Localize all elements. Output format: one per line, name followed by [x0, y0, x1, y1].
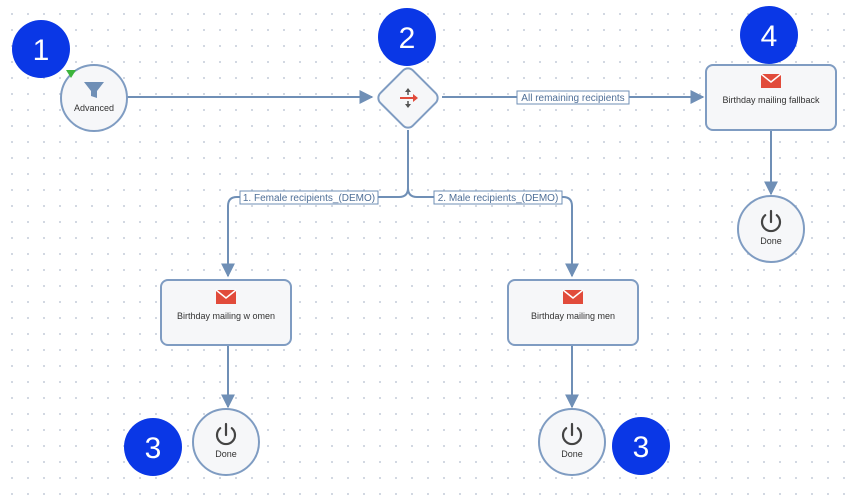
step-badge-1: 1 [12, 20, 70, 78]
edge-label-female: 1. Female recipients_(DEMO) [239, 190, 379, 205]
edge-label-remaining: All remaining recipients [516, 90, 630, 105]
power-icon [561, 422, 583, 446]
step-badge-4-text: 4 [761, 20, 778, 53]
done-node-fallback[interactable]: Done [737, 195, 805, 263]
step-badge-4: 4 [740, 6, 798, 64]
done-node-men[interactable]: Done [538, 408, 606, 476]
split-arrows-icon [400, 88, 418, 108]
edge-label-male: 2. Male recipients_(DEMO) [433, 190, 563, 205]
edge-label-female-text: 1. Female recipients_(DEMO) [243, 193, 375, 204]
start-node[interactable]: Advanced [60, 64, 128, 132]
envelope-icon [760, 73, 782, 88]
mailing-node-fallback-label: Birthday mailing fallback [722, 95, 820, 105]
mailing-node-women-label: Birthday mailing w omen [177, 311, 275, 321]
mailing-node-men[interactable]: Birthday mailing men [507, 279, 639, 346]
done-node-men-label: Done [561, 449, 583, 459]
mailing-node-men-label: Birthday mailing men [531, 311, 615, 321]
step-badge-3-women-text: 3 [145, 432, 162, 465]
power-icon [215, 422, 237, 446]
step-badge-3-men-text: 3 [633, 431, 650, 464]
power-icon [760, 209, 782, 233]
mailing-node-fallback[interactable]: Birthday mailing fallback [705, 64, 837, 131]
edge-label-male-text: 2. Male recipients_(DEMO) [438, 193, 559, 204]
done-node-women-label: Done [215, 449, 237, 459]
step-badge-1-text: 1 [33, 34, 50, 67]
done-node-women[interactable]: Done [192, 408, 260, 476]
step-badge-3-men: 3 [612, 417, 670, 475]
start-marker-icon [66, 70, 76, 78]
envelope-icon [562, 289, 584, 304]
step-badge-2-text: 2 [399, 22, 416, 55]
mailing-node-women[interactable]: Birthday mailing w omen [160, 279, 292, 346]
edge-split-to-men[interactable] [407, 187, 579, 278]
start-node-label: Advanced [74, 103, 114, 113]
split-node[interactable] [375, 65, 440, 130]
step-badge-2: 2 [378, 8, 436, 66]
envelope-icon [215, 289, 237, 304]
step-badge-3-women: 3 [124, 418, 182, 476]
done-node-fallback-label: Done [760, 236, 782, 246]
edge-label-remaining-text: All remaining recipients [521, 93, 624, 104]
filter-icon [84, 82, 104, 98]
